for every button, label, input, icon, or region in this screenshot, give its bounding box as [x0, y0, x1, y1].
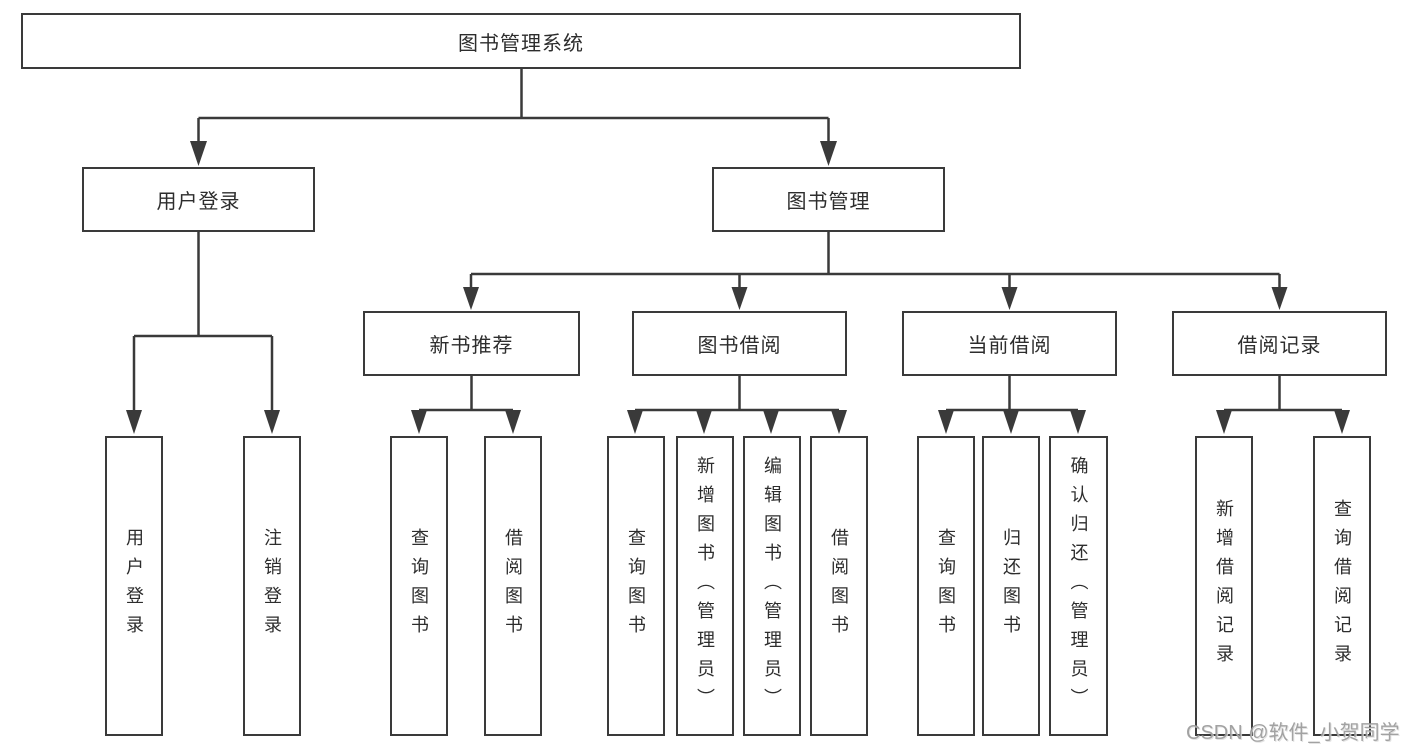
node-book-management: 图书管理 — [712, 167, 945, 232]
node-book-management-label: 图书管理 — [786, 191, 871, 213]
leaf-return-book: 归还图书 — [982, 436, 1040, 736]
leaf-user-login-label: 用户登录 — [124, 528, 144, 644]
node-new-book-recommend-label: 新书推荐 — [429, 335, 514, 357]
leaf-add-book-admin: 新增图书（管理员） — [676, 436, 734, 736]
leaf-add-borrow-record: 新增借阅记录 — [1195, 436, 1253, 736]
leaf-confirm-return-admin: 确认归还（管理员） — [1049, 436, 1108, 736]
node-current-borrowing: 当前借阅 — [902, 311, 1117, 376]
level3-to-level4-lines — [419, 376, 1342, 414]
node-user-login: 用户登录 — [82, 167, 315, 232]
leaf-confirm-return-admin-label: 确认归还（管理员） — [1068, 455, 1089, 717]
leaf-edit-book-admin-label: 编辑图书（管理员） — [762, 455, 782, 717]
leaf-query-books-recommend: 查询图书 — [390, 436, 448, 736]
node-borrowing-records: 借阅记录 — [1172, 311, 1387, 376]
leaf-add-borrow-record-label: 新增借阅记录 — [1214, 499, 1234, 673]
node-root-label: 图书管理系统 — [458, 32, 584, 55]
node-new-book-recommend: 新书推荐 — [363, 311, 580, 376]
csdn-watermark: CSDN @软件_小贺同学 — [1186, 722, 1400, 744]
leaf-query-borrow-record-label: 查询借阅记录 — [1332, 499, 1352, 673]
leaf-user-login: 用户登录 — [105, 436, 163, 736]
leaf-query-books-borrowing: 查询图书 — [607, 436, 665, 736]
leaf-borrow-books-recommend-label: 借阅图书 — [503, 528, 523, 644]
leaf-return-book-label: 归还图书 — [1001, 528, 1021, 644]
node-borrowing-records-label: 借阅记录 — [1237, 335, 1322, 357]
node-user-login-label: 用户登录 — [156, 191, 241, 213]
user-login-branch-lines — [132, 232, 274, 412]
node-book-borrowing-label: 图书借阅 — [697, 335, 782, 357]
leaf-edit-book-admin: 编辑图书（管理员） — [743, 436, 801, 736]
node-root: 图书管理系统 — [21, 13, 1021, 69]
leaf-query-books-recommend-label: 查询图书 — [409, 528, 429, 644]
leaf-query-books-current-label: 查询图书 — [936, 528, 956, 644]
leaf-borrow-books-recommend: 借阅图书 — [484, 436, 542, 736]
leaf-add-book-admin-label: 新增图书（管理员） — [695, 455, 715, 717]
leaf-borrow-books-borrowing-label: 借阅图书 — [829, 528, 849, 644]
root-to-level2-lines — [197, 69, 830, 143]
leaf-query-borrow-record: 查询借阅记录 — [1313, 436, 1371, 736]
node-current-borrowing-label: 当前借阅 — [967, 335, 1052, 357]
arrowheads — [126, 141, 1350, 434]
leaf-query-books-current: 查询图书 — [917, 436, 975, 736]
book-management-branch-lines — [469, 232, 1281, 289]
leaf-query-books-borrowing-label: 查询图书 — [626, 528, 646, 644]
leaf-logout-label: 注销登录 — [262, 528, 282, 644]
node-book-borrowing: 图书借阅 — [632, 311, 847, 376]
leaf-logout: 注销登录 — [243, 436, 301, 736]
leaf-borrow-books-borrowing: 借阅图书 — [810, 436, 868, 736]
